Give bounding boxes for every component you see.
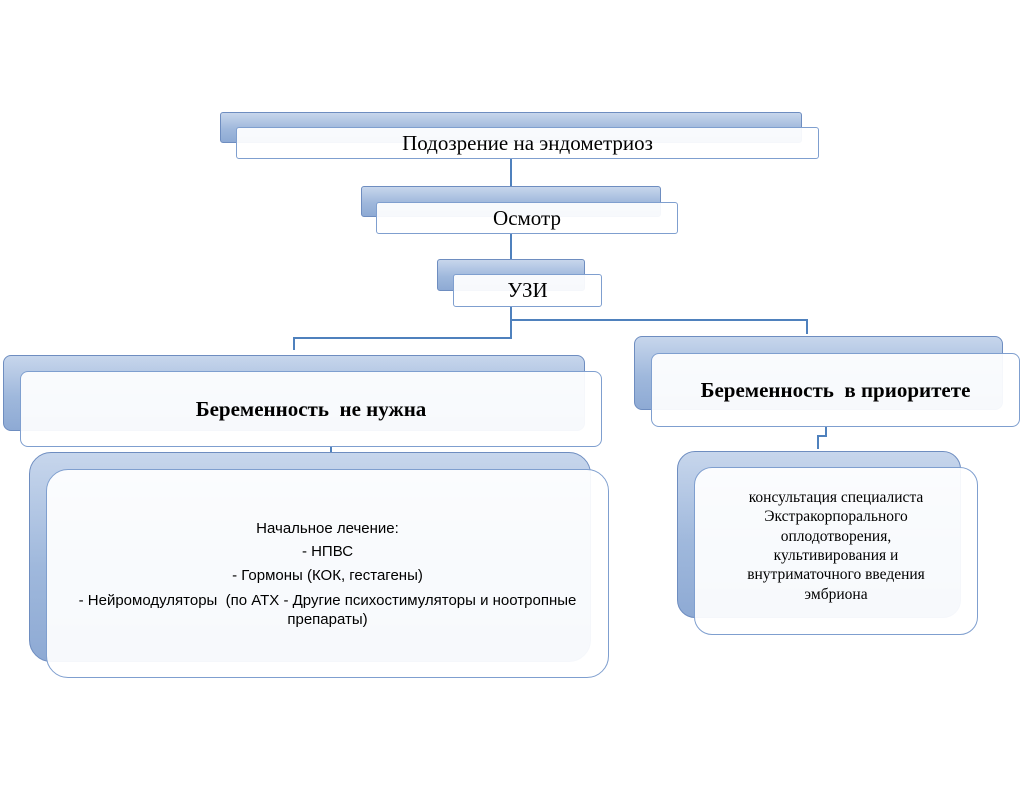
initial-treatment-line-2: - НПВС bbox=[301, 543, 354, 561]
connector-right-consultation bbox=[817, 427, 827, 449]
pregnancy-not-needed-node: Беременность не нужна bbox=[20, 371, 602, 447]
ultrasound-node: УЗИ bbox=[453, 274, 602, 307]
initial-treatment-line-1: Начальное лечение: bbox=[256, 520, 399, 538]
initial-treatment-line-3: - Гормоны (КОК, гестагены) bbox=[232, 566, 423, 584]
connector-ultrasound-branches bbox=[510, 306, 808, 334]
suspicion-node: Подозрение на эндометриоз bbox=[236, 127, 819, 159]
ivf-consultation-line-2: Экстракорпорального bbox=[764, 508, 908, 526]
ivf-consultation-line-3: оплодотворения, bbox=[780, 527, 892, 545]
initial-treatment-node: Начальное лечение: - НПВС - Гормоны (КОК… bbox=[46, 469, 609, 678]
ivf-consultation-line-4: культивирования и bbox=[773, 547, 899, 564]
ivf-consultation-line-6: эмбриона bbox=[804, 585, 868, 603]
pregnancy-not-needed-label: Беременность не нужна bbox=[195, 396, 427, 421]
suspicion-node-label: Подозрение на эндометриоз bbox=[402, 130, 653, 155]
ultrasound-node-label: УЗИ bbox=[507, 278, 548, 302]
initial-treatment-line-4: - Нейромодуляторы (по АТХ - Другие психо… bbox=[78, 591, 581, 629]
connector-ultrasound-left-branch bbox=[293, 320, 512, 350]
ivf-consultation-line-1: консультация специалиста bbox=[748, 488, 924, 506]
ivf-consultation-node: консультация специалиста Экстракорпораль… bbox=[694, 467, 978, 635]
ivf-consultation-line-5: внутриматочного введения bbox=[747, 566, 925, 584]
pregnancy-priority-node: Беременность в приоритете bbox=[651, 353, 1020, 427]
exam-node: Осмотр bbox=[376, 202, 678, 234]
pregnancy-priority-label: Беременность в приоритете bbox=[700, 377, 971, 402]
exam-node-label: Осмотр bbox=[493, 205, 561, 230]
